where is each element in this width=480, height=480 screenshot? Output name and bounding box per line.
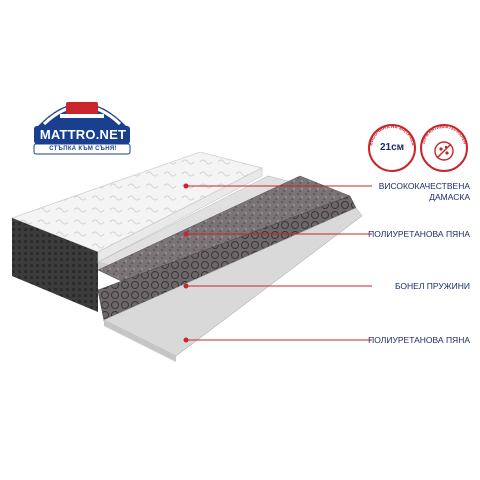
logo-banner bbox=[34, 126, 130, 144]
logo-bed-icon bbox=[66, 102, 98, 116]
callout-dot-damask bbox=[183, 183, 189, 189]
bacteria-icon bbox=[434, 141, 454, 161]
label-foam-top: ПОЛИУРЕТАНОВА ПЯНА bbox=[368, 229, 470, 239]
height-badge-value: 21см bbox=[379, 142, 405, 153]
height-badge-ring: ВИСОЧИНА НА МАТРАКА bbox=[368, 124, 416, 147]
cover-side-panel bbox=[12, 218, 98, 312]
logo-wordmark: MATTRO.NET bbox=[39, 127, 127, 142]
callout-dot-foam-bottom bbox=[183, 337, 189, 343]
callouts bbox=[183, 183, 372, 343]
cover-edge bbox=[97, 167, 263, 263]
mattress-cover bbox=[10, 151, 264, 312]
callout-dot-springs bbox=[183, 283, 189, 289]
prohibited-slash-icon bbox=[436, 143, 452, 159]
antibacterial-badge-ring: 100% АНТИБАКТЕРИАЛЕН bbox=[420, 124, 468, 161]
antibacterial-badge: 100% АНТИБАКТЕРИАЛЕН bbox=[420, 124, 468, 172]
height-badge: ВИСОЧИНА НА МАТРАКА 21см bbox=[368, 124, 416, 172]
logo-tagline: СТЪПКА КЪМ СЪНЯ! bbox=[49, 146, 117, 152]
label-foam-bottom: ПОЛИУРЕТАНОВА ПЯНА bbox=[368, 335, 470, 345]
label-springs: БОНЕЛ ПРУЖИНИ bbox=[394, 281, 470, 291]
callout-dot-foam-top bbox=[183, 231, 189, 237]
mattro-logo bbox=[33, 102, 131, 155]
label-damask: ВИСОКОКАЧЕСТВЕНА ДАМАСКА bbox=[378, 181, 470, 202]
layer-foam-bottom bbox=[103, 207, 363, 362]
